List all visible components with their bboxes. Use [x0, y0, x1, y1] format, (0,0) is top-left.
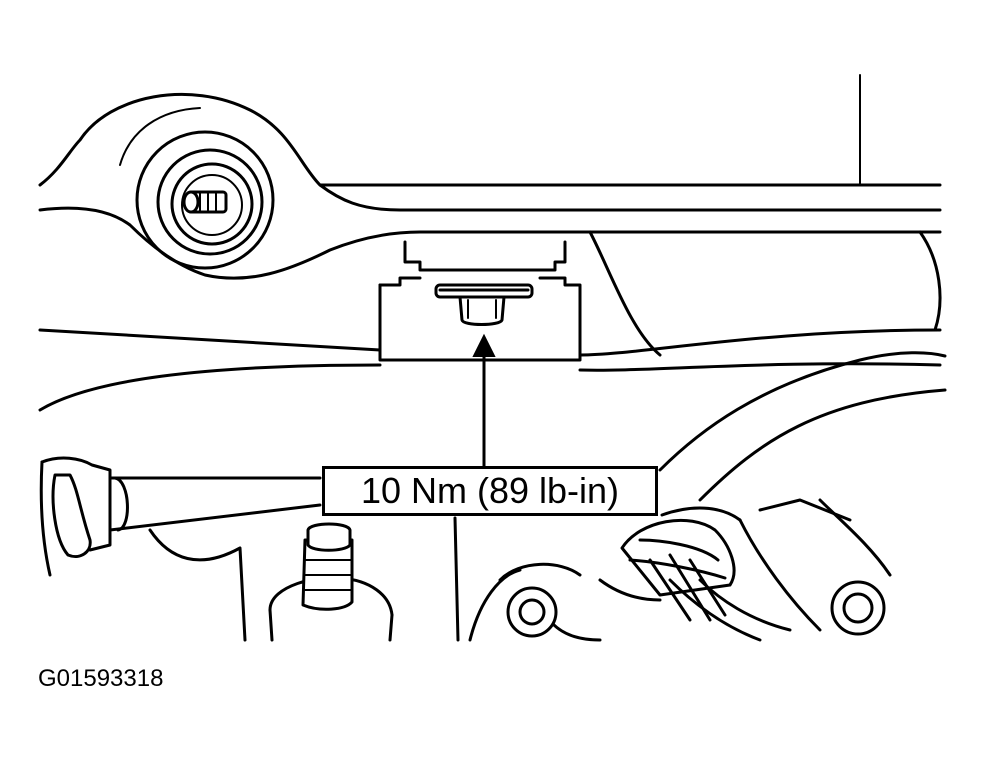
lower-bolts — [506, 498, 892, 638]
tie-rod-end — [620, 506, 792, 642]
lower-stud — [268, 522, 394, 642]
bracket-bolt — [434, 283, 534, 326]
lower-structure — [38, 230, 947, 502]
bushing-with-stud — [135, 130, 275, 270]
stabilizer-link — [39, 456, 322, 577]
figure-id-label: G01593318 — [38, 665, 164, 692]
leader-arrow — [472, 333, 496, 468]
mounting-bracket — [378, 240, 582, 362]
torque-callout: 10 Nm (89 lb-in) — [322, 466, 658, 516]
lower-housing — [148, 516, 662, 642]
upper-control-arm — [38, 74, 942, 280]
